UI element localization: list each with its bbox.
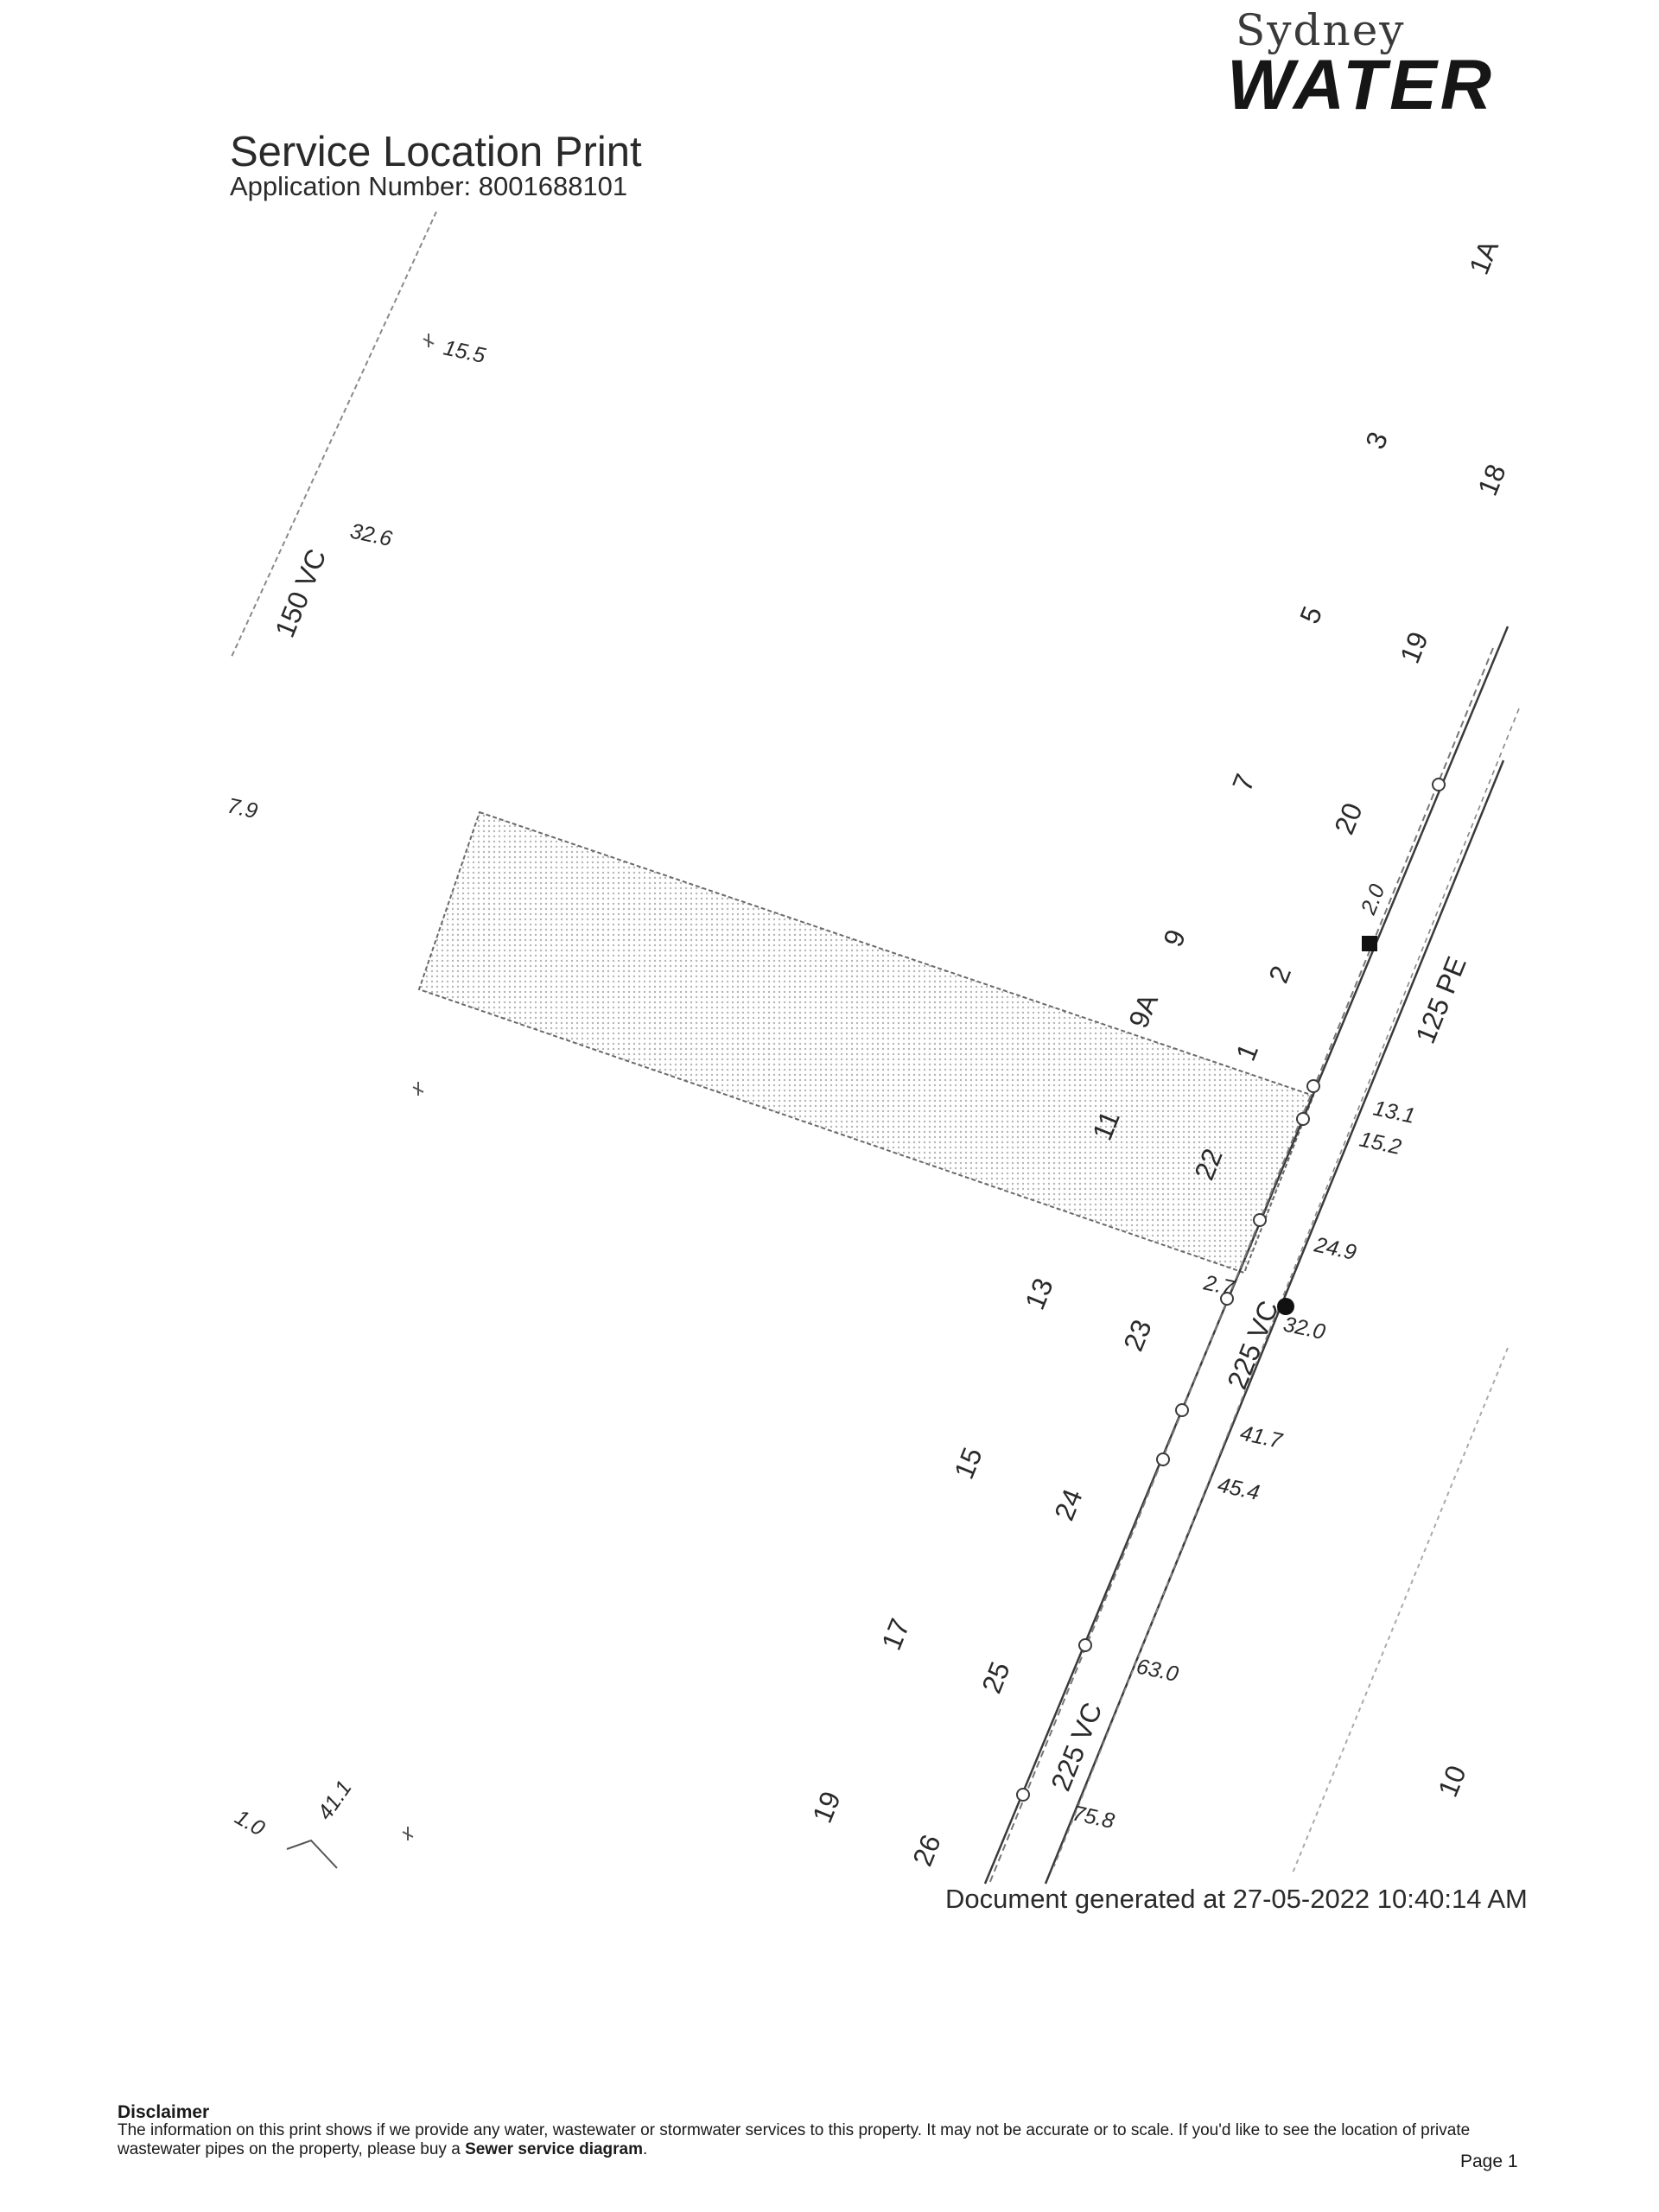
logo-line-2: WATER <box>1227 46 1496 124</box>
manhole <box>1306 1079 1320 1093</box>
distance-label: 13.1 <box>1371 1096 1417 1128</box>
distance-label: 15.2 <box>1357 1127 1404 1160</box>
manhole <box>1175 1403 1189 1417</box>
distance-label: 32.0 <box>1281 1312 1328 1344</box>
valve-marker <box>1362 936 1377 951</box>
manhole <box>1296 1112 1310 1126</box>
page-title: Service Location Print <box>230 129 642 175</box>
distance-label: 15.5 <box>442 335 488 368</box>
distance-label: 32.6 <box>348 518 395 551</box>
pipe-label-225vc-lower: 225 VC <box>1045 1698 1108 1795</box>
sewer-service-diagram-link[interactable]: Sewer service diagram <box>465 2140 644 2158</box>
survey-marks <box>286 334 435 1869</box>
lot-number: 23 <box>1117 1315 1158 1355</box>
manholes <box>1016 778 1446 1802</box>
lot-number: 9A <box>1122 988 1164 1032</box>
distance-label: 45.4 <box>1216 1472 1262 1505</box>
disclaimer-end: . <box>643 2140 648 2158</box>
lot-number: 26 <box>906 1830 947 1870</box>
manhole <box>1253 1213 1267 1227</box>
manhole <box>1432 778 1446 791</box>
distance-label: 24.9 <box>1312 1232 1358 1265</box>
lot-number: 25 <box>976 1657 1016 1697</box>
disclaimer-text: The information on this print shows if w… <box>118 2121 1471 2158</box>
pipe-label-225vc-upper: 225 VC <box>1221 1296 1284 1393</box>
faint-line-right <box>1291 1347 1509 1876</box>
property-parcel <box>417 810 1315 1274</box>
lot-number: 7 <box>1226 770 1261 796</box>
main-line-d <box>1053 708 1520 1867</box>
lot-number: 1A <box>1463 235 1504 278</box>
application-number: Application Number: 8001688101 <box>230 171 628 201</box>
lot-number: 3 <box>1359 428 1394 454</box>
lot-number: 19 <box>806 1787 847 1827</box>
distance-label: 41.7 <box>1238 1421 1285 1453</box>
lot-number: 1 <box>1230 1039 1264 1065</box>
lot-number: 10 <box>1432 1761 1472 1801</box>
lot-number: 2 <box>1262 962 1297 988</box>
distance-label: 7.9 <box>226 793 260 823</box>
lot-number: 19 <box>1394 627 1434 667</box>
sydney-water-logo: Sydney WATER <box>1227 5 1512 124</box>
manhole <box>1078 1638 1092 1652</box>
logo-line-1: Sydney <box>1236 5 1406 55</box>
lot-number: 18 <box>1471 460 1512 499</box>
generated-timestamp: Document generated at 27-05-2022 10:40:1… <box>945 1884 1528 1914</box>
distance-label: 1.0 <box>231 1805 269 1841</box>
page-number: Page 1 <box>1460 2152 1518 2171</box>
manhole <box>1220 1292 1234 1306</box>
lot-number: 17 <box>875 1614 916 1654</box>
fitting-marker <box>1277 1298 1294 1315</box>
disclaimer-title: Disclaimer <box>118 2102 210 2122</box>
lot-number: 24 <box>1048 1484 1089 1524</box>
distance-label: 63.0 <box>1135 1654 1181 1687</box>
lot-number: 13 <box>1019 1274 1059 1313</box>
sewer-line-150vc <box>231 211 437 658</box>
manhole <box>1016 1788 1030 1802</box>
lot-number: 9 <box>1157 925 1192 951</box>
manhole <box>1156 1452 1170 1466</box>
disclaimer-body: The information on this print shows if w… <box>118 2121 1535 2159</box>
lot-number: 20 <box>1328 798 1369 838</box>
distance-label: 75.8 <box>1071 1801 1117 1834</box>
distance-label: 41.1 <box>313 1777 357 1825</box>
lot-number: 15 <box>948 1443 988 1483</box>
main-line-b <box>988 647 1494 1885</box>
lot-number: 5 <box>1294 602 1328 628</box>
pipe-label-150vc: 150 VC <box>269 544 332 641</box>
distance-label: 2.7 <box>1201 1270 1237 1300</box>
